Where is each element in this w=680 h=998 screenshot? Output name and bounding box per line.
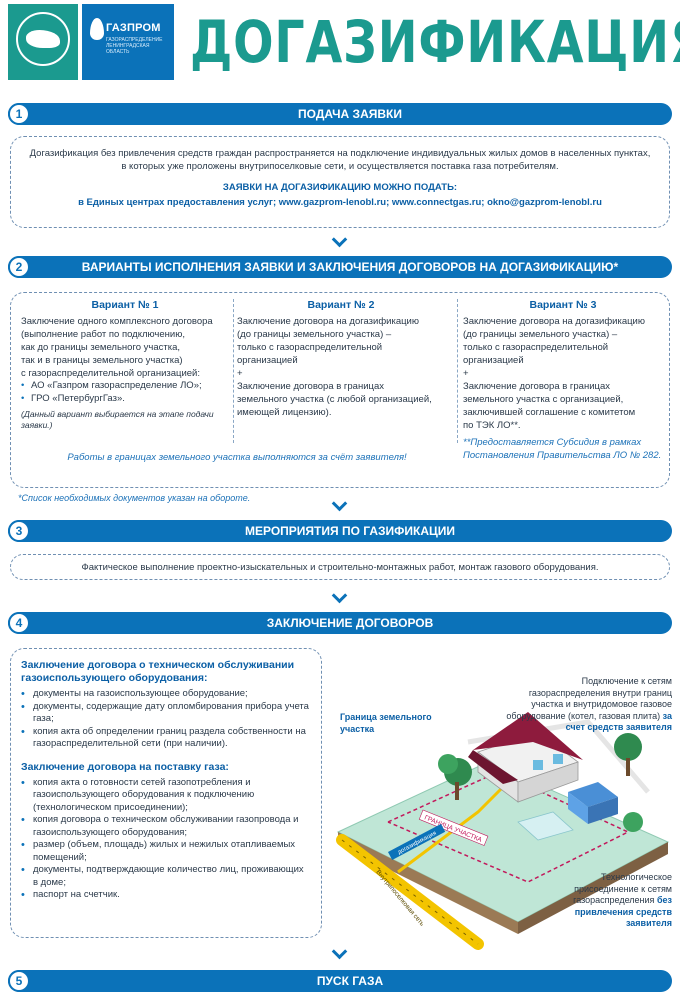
variant-1-item: АО «Газпром газораспределение ЛО»; <box>21 380 229 393</box>
variant-3-line: + <box>463 368 469 379</box>
label-connection-text: Технологическое присоединение к сетям га… <box>573 872 672 905</box>
variant-3-line: Заключение договора в границах <box>463 381 610 392</box>
step-1-heading: ЗАЯВКИ НА ДОГАЗИФИКАЦИЮ МОЖНО ПОДАТЬ: <box>222 182 458 193</box>
step-4-list-2-item: размер (объем, площадь) жилых и нежилых … <box>21 839 311 864</box>
variant-2-line: организацией <box>237 355 298 366</box>
variant-1-line: с газораспределительной организацией: <box>21 368 200 379</box>
step-4-title: ЗАКЛЮЧЕНИЕ ДОГОВОРОВ <box>266 616 434 630</box>
variant-2-line: имеющей лицензию). <box>237 407 332 418</box>
step-3-bar: 3 МЕРОПРИЯТИЯ ПО ГАЗИФИКАЦИИ <box>8 520 672 542</box>
works-note: Работы в границах земельного участка вып… <box>67 452 407 463</box>
step-4-heading-1: Заключение договора о техническом обслуж… <box>21 659 295 684</box>
chevron-down-icon <box>332 498 346 512</box>
step-3-box: Фактическое выполнение проектно-изыскате… <box>10 554 670 580</box>
variant-1-line: как до границы земельного участка, <box>21 342 181 353</box>
label-plot-border-text: Граница земельного участка <box>340 712 432 734</box>
step-3-text: Фактическое выполнение проектно-изыскате… <box>81 562 599 573</box>
label-inside-plot-bold: за счет средств заявителя <box>565 710 672 733</box>
docs-note: *Список необходимых документов указан на… <box>18 493 251 503</box>
variant-separator <box>233 299 234 443</box>
step-1-line-2: в которых уже проложены внутрипоселковые… <box>121 161 559 172</box>
step-1-line-1: Догазификация без привлечения средств гр… <box>29 148 651 159</box>
gasification-illustration: ГРАНИЦА УЧАСТКА догазификация Внутрипосе… <box>328 672 672 952</box>
variant-3-line: организацией <box>463 355 524 366</box>
variant-3-line: заключившей соглашение с комитетом <box>463 407 636 418</box>
russia-map-icon <box>26 30 60 48</box>
variant-2: Вариант № 2 Заключение договора на догаз… <box>237 299 445 419</box>
variant-1-title: Вариант № 1 <box>91 299 159 311</box>
gazprom-flame-icon <box>90 18 104 40</box>
step-4-list-2-item: документы, подтверждающие количество лиц… <box>21 864 311 889</box>
step-2-bar: 2 ВАРИАНТЫ ИСПОЛНЕНИЯ ЗАЯВКИ И ЗАКЛЮЧЕНИ… <box>8 256 672 278</box>
step-4-box: Заключение договора о техническом обслуж… <box>10 648 322 938</box>
step-1-number: 1 <box>8 103 30 125</box>
variant-2-line: (до границы земельного участка) – <box>237 329 392 340</box>
variant-3-line: только с газораспределительной <box>463 342 609 353</box>
variant-3-line: Заключение договора на догазификацию <box>463 316 645 327</box>
step-4-number: 4 <box>8 612 30 634</box>
step-3-title: МЕРОПРИЯТИЯ ПО ГАЗИФИКАЦИИ <box>245 524 455 538</box>
step-5-number: 5 <box>8 970 30 992</box>
variant-2-line: Заключение договора в границах <box>237 381 384 392</box>
label-inside-plot: Подключение к сетям газораспределения вн… <box>500 676 672 734</box>
dogazification-russia-logo <box>8 4 78 80</box>
step-1-channels: в Единых центрах предоставления услуг; w… <box>78 197 602 208</box>
variant-3: Вариант № 3 Заключение договора на догаз… <box>463 299 663 462</box>
variant-2-line: земельного участка (с любой организацией… <box>237 394 432 405</box>
variant-2-title: Вариант № 2 <box>307 299 375 311</box>
step-2-box: Вариант № 1 Заключение одного комплексно… <box>10 292 670 488</box>
step-4-list-1-item: копия акта об определении границ раздела… <box>21 726 311 751</box>
step-5-bar: 5 ПУСК ГАЗА <box>8 970 672 992</box>
page-title: ДОГАЗИФИКАЦИЯ <box>190 8 680 76</box>
logo-ring-icon <box>16 12 70 66</box>
variant-1-line: Заключение одного комплексного договора <box>21 316 213 327</box>
variant-1-line: (выполнение работ по подключению, <box>21 329 185 340</box>
step-1-title: ПОДАЧА ЗАЯВКИ <box>298 107 402 121</box>
step-2-number: 2 <box>8 256 30 278</box>
label-plot-border: Граница земельного участка <box>340 712 436 735</box>
step-4-list-2-item: копия акта о готовности сетей газопотреб… <box>21 777 311 815</box>
variant-3-title: Вариант № 3 <box>529 299 597 311</box>
chevron-down-icon <box>332 590 346 604</box>
step-5-title: ПУСК ГАЗА <box>316 974 384 988</box>
variant-1-note: (Данный вариант выбирается на этапе пода… <box>21 409 214 430</box>
chevron-down-icon <box>332 234 346 248</box>
variant-1-item: ГРО «ПетербургГаз». <box>21 393 229 406</box>
step-2-title: ВАРИАНТЫ ИСПОЛНЕНИЯ ЗАЯВКИ И ЗАКЛЮЧЕНИЯ … <box>81 260 619 274</box>
variant-3-line: по ТЭК ЛО**. <box>463 420 521 431</box>
gazprom-logo-sub: ГАЗОРАСПРЕДЕЛЕНИЕ ЛЕНИНГРАДСКАЯ ОБЛАСТЬ <box>106 37 163 55</box>
label-connection: Технологическое присоединение к сетям га… <box>540 872 672 930</box>
step-4-bar: 4 ЗАКЛЮЧЕНИЕ ДОГОВОРОВ <box>8 612 672 634</box>
step-1-box: Догазификация без привлечения средств гр… <box>10 136 670 228</box>
gazprom-logo: ГАЗПРОМ ГАЗОРАСПРЕДЕЛЕНИЕ ЛЕНИНГРАДСКАЯ … <box>82 4 174 80</box>
header: ГАЗПРОМ ГАЗОРАСПРЕДЕЛЕНИЕ ЛЕНИНГРАДСКАЯ … <box>0 0 680 96</box>
step-1-bar: 1 ПОДАЧА ЗАЯВКИ <box>8 103 672 125</box>
variant-separator <box>457 299 458 443</box>
variant-3-line: земельного участка с организацией, <box>463 394 624 405</box>
variant-1: Вариант № 1 Заключение одного комплексно… <box>21 299 229 431</box>
variant-2-line: Заключение договора на догазификацию <box>237 316 419 327</box>
variant-3-footnote: **Предоставляется Субсидия в рамках Пост… <box>463 437 662 461</box>
variant-2-line: + <box>237 368 243 379</box>
label-inside-plot-text: Подключение к сетям газораспределения вн… <box>506 676 672 721</box>
step-3-number: 3 <box>8 520 30 542</box>
house-plot-illustration: ГРАНИЦА УЧАСТКА догазификация Внутрипосе… <box>336 712 670 950</box>
variant-3-line: (до границы земельного участка) – <box>463 329 618 340</box>
step-4-list-1-item: документы, содержащие дату опломбировани… <box>21 701 311 726</box>
label-connection-bold: без привлечения средств заявителя <box>574 895 672 928</box>
chevron-down-icon <box>332 946 346 960</box>
gazprom-logo-name: ГАЗПРОМ <box>106 22 161 34</box>
step-4-list-2-item: паспорт на счетчик. <box>21 889 311 902</box>
variant-1-line: так и в границы земельного участка) <box>21 355 183 366</box>
variant-2-line: только с газораспределительной <box>237 342 383 353</box>
step-4-list-2-item: копия договора о техническом обслуживани… <box>21 814 311 839</box>
step-4-list-1-item: документы на газоиспользующее оборудован… <box>21 688 311 701</box>
step-4-heading-2: Заключение договора на поставку газа: <box>21 760 229 773</box>
